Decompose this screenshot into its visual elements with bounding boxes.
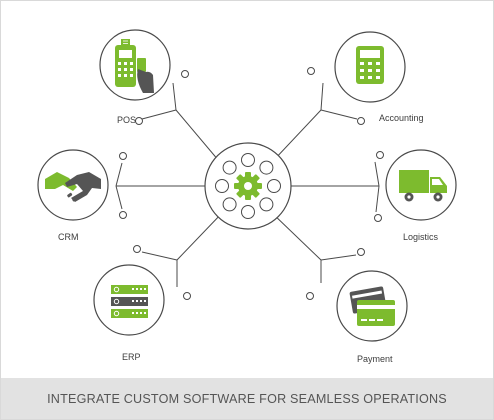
gear-icon bbox=[234, 172, 262, 200]
connector-erp-branch bbox=[141, 251, 178, 261]
payment-label: Payment bbox=[357, 354, 393, 364]
node-logistics: Logistics bbox=[385, 149, 457, 242]
connector-pos-branch bbox=[141, 109, 177, 120]
credit-cards-icon bbox=[349, 286, 395, 326]
endpoint-dot bbox=[135, 117, 143, 125]
pos-label: POS bbox=[117, 115, 136, 125]
endpoint-dot bbox=[357, 248, 365, 256]
handshake-icon bbox=[45, 172, 101, 202]
connector-logistics-branch-down bbox=[375, 185, 380, 213]
connector-payment-branch bbox=[320, 254, 357, 261]
endpoint-dot bbox=[183, 292, 191, 300]
endpoint-dot bbox=[306, 292, 314, 300]
accounting-label: Accounting bbox=[379, 113, 424, 123]
connector-crm-branch-up bbox=[115, 162, 123, 187]
endpoint-dot bbox=[357, 117, 365, 125]
node-payment: Payment bbox=[336, 270, 408, 364]
footer-banner: INTEGRATE CUSTOM SOFTWARE FOR SEAMLESS O… bbox=[1, 378, 493, 419]
pos-terminal-icon bbox=[115, 39, 154, 93]
hub-satellite-ring bbox=[215, 153, 281, 219]
connector-accounting bbox=[272, 82, 324, 162]
connector-crm-branch-down bbox=[115, 185, 123, 210]
connector-endpoints bbox=[119, 67, 384, 300]
connector-logistics-branch-up bbox=[374, 161, 380, 187]
delivery-truck-icon bbox=[399, 170, 447, 202]
connector-payment bbox=[270, 211, 322, 283]
connector-accounting-branch bbox=[320, 109, 358, 120]
endpoint-dot bbox=[133, 245, 141, 253]
endpoint-dot bbox=[119, 211, 127, 219]
calculator-icon bbox=[356, 46, 384, 84]
endpoint-dot bbox=[119, 152, 127, 160]
endpoint-dot bbox=[374, 214, 382, 222]
endpoint-dot bbox=[181, 70, 189, 78]
banner-caption: INTEGRATE CUSTOM SOFTWARE FOR SEAMLESS O… bbox=[47, 391, 447, 406]
connector-erp bbox=[176, 211, 224, 287]
logistics-label: Logistics bbox=[403, 232, 439, 242]
erp-label: ERP bbox=[122, 352, 141, 362]
node-crm: CRM bbox=[37, 149, 109, 242]
node-pos: POS bbox=[99, 29, 171, 125]
node-erp: ERP bbox=[93, 264, 165, 362]
crm-label: CRM bbox=[58, 232, 79, 242]
integration-diagram: POS Accounting CRM bbox=[37, 29, 457, 364]
node-accounting: Accounting bbox=[334, 31, 424, 123]
endpoint-dot bbox=[376, 151, 384, 159]
endpoint-dot bbox=[307, 67, 315, 75]
connector-lines bbox=[115, 82, 380, 287]
connector-pos bbox=[172, 82, 220, 162]
server-stack-icon bbox=[111, 285, 148, 318]
central-hub bbox=[204, 142, 292, 230]
